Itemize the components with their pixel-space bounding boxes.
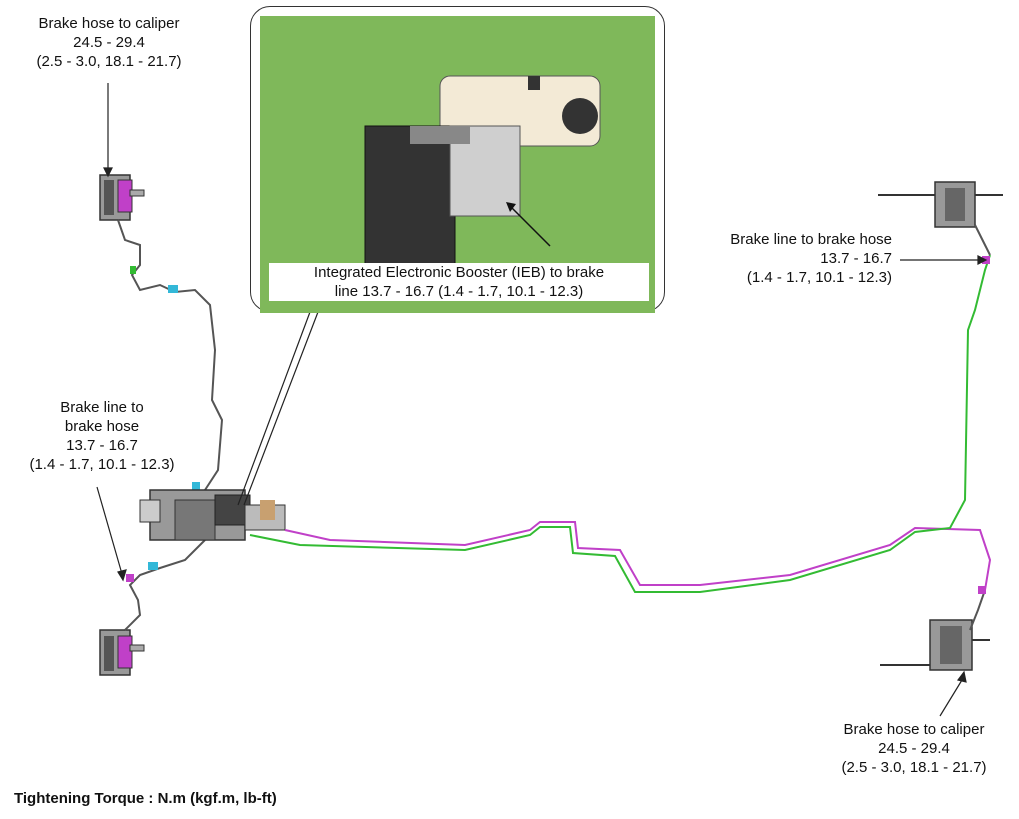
ieb-label: Integrated Electronic Booster (IEB) to b… bbox=[269, 263, 649, 301]
rear-right-caliper-title: Brake hose to caliper bbox=[843, 721, 985, 738]
rear-right-caliper-value: 24.5 - 29.4 bbox=[878, 740, 950, 757]
leader-arrows bbox=[96, 83, 988, 717]
front-left-caliper-units: (2.5 - 3.0, 18.1 - 21.7) bbox=[36, 53, 182, 70]
front-left-caliper-label: Brake hose to caliper 24.5 - 29.4 (2.5 -… bbox=[14, 14, 204, 71]
rear-right-line-value: 13.7 - 16.7 bbox=[820, 250, 892, 267]
rear-right-line-units: (1.4 - 1.7, 10.1 - 12.3) bbox=[746, 269, 892, 286]
front-left-line-units: (1.4 - 1.7, 10.1 - 12.3) bbox=[29, 456, 175, 473]
ieb-unit bbox=[139, 489, 286, 541]
main-brake-line-green bbox=[249, 254, 991, 593]
front-left-line-title1: Brake line to bbox=[60, 399, 144, 416]
ieb-illustration bbox=[364, 75, 601, 267]
front-left-upper-caliper bbox=[99, 174, 145, 221]
rear-right-caliper-label: Brake hose to caliper 24.5 - 29.4 (2.5 -… bbox=[816, 720, 1012, 777]
rear-right-line-title: Brake line to brake hose bbox=[730, 231, 892, 248]
front-left-line-value: 13.7 - 16.7 bbox=[66, 437, 138, 454]
front-left-lower-caliper bbox=[99, 629, 145, 676]
front-left-line-title2: brake hose bbox=[64, 418, 140, 435]
rear-right-caliper-units: (2.5 - 3.0, 18.1 - 21.7) bbox=[841, 759, 987, 776]
rear-right-line-label: Brake line to brake hose 13.7 - 16.7 (1.… bbox=[676, 230, 892, 287]
ieb-callout: Integrated Electronic Booster (IEB) to b… bbox=[250, 6, 665, 313]
rear-right-upper-caliper bbox=[878, 181, 1003, 228]
front-left-line-label: Brake line to brake hose 13.7 - 16.7 (1.… bbox=[4, 398, 200, 474]
front-left-lower-brake-line bbox=[124, 539, 206, 631]
ieb-label-line1: Integrated Electronic Booster (IEB) to b… bbox=[313, 264, 605, 281]
main-brake-line-magenta bbox=[284, 521, 992, 591]
front-left-caliper-title: Brake hose to caliper bbox=[38, 15, 180, 32]
rear-right-lower-caliper bbox=[880, 619, 990, 671]
front-left-caliper-value: 24.5 - 29.4 bbox=[73, 34, 145, 51]
ieb-label-line2: line 13.7 - 16.7 (1.4 - 1.7, 10.1 - 12.3… bbox=[334, 283, 584, 300]
tightening-torque-footer: Tightening Torque : N.m (kgf.m, lb-ft) bbox=[14, 790, 277, 807]
